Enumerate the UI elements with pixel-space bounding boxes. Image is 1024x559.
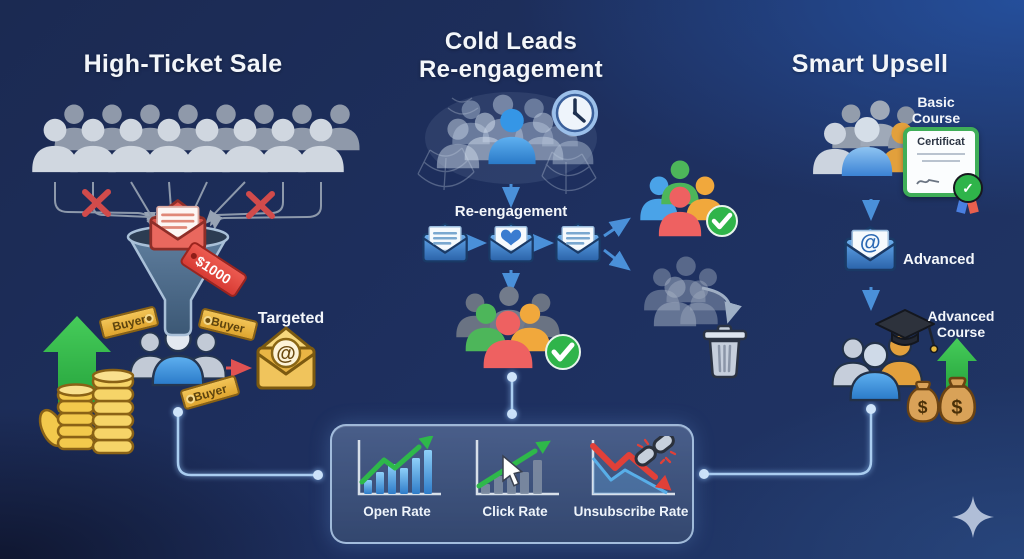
- targeted-email-icon: @: [256, 326, 316, 390]
- at-symbol: @: [276, 343, 296, 365]
- basic-course-person-icon: [841, 116, 893, 177]
- reengagement-stage-label: Re-engagement: [454, 203, 568, 220]
- person-icon: [483, 310, 533, 369]
- cold-leads-title: Cold Leads Re-engagement: [419, 28, 603, 83]
- open-rate-label: Open Rate: [363, 504, 431, 519]
- open-rate-chart-icon: [357, 436, 441, 496]
- advanced-email-icon: @: [844, 226, 897, 272]
- signature-squiggle: [916, 178, 940, 185]
- click-rate-metric: Click Rate: [456, 434, 574, 519]
- smart-upsell-title: Smart Upsell: [791, 50, 949, 78]
- high-ticket-title: High-Ticket Sale: [83, 50, 283, 78]
- crowd-converge-lines: [54, 181, 322, 230]
- person-icon: [680, 280, 718, 325]
- dollar-symbol: $: [951, 397, 962, 419]
- reject-x-icons: [82, 189, 275, 219]
- unsubscribe-chart-icon: [590, 436, 677, 496]
- open-rate-metric: Open Rate: [338, 434, 456, 519]
- certificate-line: [922, 160, 960, 162]
- coins-icon: [38, 368, 135, 455]
- certificate-line: [917, 153, 965, 155]
- advanced-course-label: Advanced Course: [927, 308, 995, 341]
- broken-chain-icon: [634, 436, 677, 467]
- person-icon: [552, 116, 594, 165]
- certificate-seal-icon: ✓: [953, 173, 983, 203]
- buyer-person-icon: [151, 324, 205, 387]
- click-rate-chart-icon: [475, 440, 559, 496]
- cold-lead-person-icon: [488, 108, 536, 165]
- advanced-label: Advanced: [903, 251, 975, 268]
- person-icon: [658, 186, 702, 237]
- price-tag-text: $1000: [192, 252, 235, 287]
- metrics-panel: Open Rate Click Rate: [330, 424, 694, 544]
- email-3-icon: [555, 222, 601, 263]
- price-tag: $1000: [178, 240, 249, 299]
- email-1-icon: [422, 222, 468, 263]
- email-heart-icon: [488, 222, 534, 263]
- certificate-icon: Certificat ✓: [903, 127, 983, 214]
- person-icon: [849, 341, 901, 402]
- dollar-symbol: $: [918, 397, 928, 417]
- basic-course-label: Basic Course: [911, 94, 961, 127]
- at-symbol: @: [860, 230, 881, 254]
- cursor-icon: [502, 454, 524, 487]
- click-rate-label: Click Rate: [482, 504, 548, 519]
- trash-icon: [702, 324, 748, 379]
- person-icon: [298, 118, 344, 173]
- sparkle-icon: [952, 496, 994, 538]
- unsubscribe-rate-label: Unsubscribe Rate: [573, 504, 689, 519]
- targeted-label: Targeted: [257, 310, 325, 327]
- check-glyph: ✓: [962, 179, 974, 196]
- upsell-growth-arrow-icon: [937, 338, 977, 398]
- unsubscribe-rate-metric: Unsubscribe Rate: [572, 434, 690, 519]
- certificate-title: Certificat: [917, 136, 965, 148]
- buyer-tag-text: Buyer: [191, 381, 229, 404]
- buyer-tag-text: Buyer: [110, 311, 148, 334]
- buyer-tag-text: Buyer: [209, 313, 247, 336]
